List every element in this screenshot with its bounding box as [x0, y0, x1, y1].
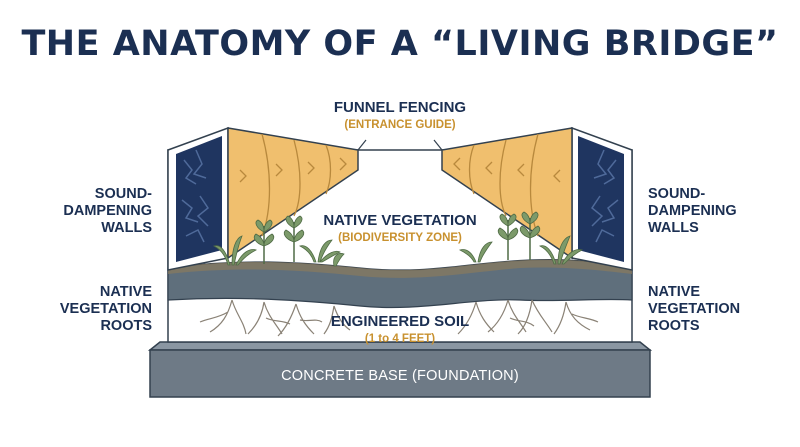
- right-roots-label: NATIVE VEGETATION ROOTS: [648, 284, 741, 334]
- soil-layer: [167, 259, 633, 309]
- native-vegetation-sublabel: (BIODIVERSITY ZONE): [338, 232, 462, 244]
- right-sound-wall: [571, 126, 633, 271]
- page-title: THE ANATOMY OF A “LIVING BRIDGE”: [21, 24, 779, 64]
- left-walls-label: SOUND- DAMPENING WALLS: [63, 186, 152, 236]
- right-walls-label: SOUND- DAMPENING WALLS: [648, 186, 737, 236]
- right-plants: [458, 211, 584, 265]
- left-plants: [212, 215, 345, 267]
- left-roots: [199, 299, 351, 337]
- right-roots: [457, 299, 599, 335]
- funnel-fencing-label: FUNNEL FENCING: [333, 99, 467, 116]
- concrete-base-label: CONCRETE BASE (FOUNDATION): [281, 368, 519, 384]
- engineered-soil-label: ENGINEERED SOIL: [330, 313, 470, 330]
- right-funnel-fence: [433, 127, 573, 260]
- funnel-fencing-sublabel: (ENTRANCE GUIDE): [344, 119, 456, 131]
- engineered-soil-sublabel: (1 to 4 FEET): [364, 333, 436, 345]
- left-roots-label: NATIVE VEGETATION ROOTS: [59, 284, 152, 334]
- concrete-base: [147, 341, 653, 398]
- left-sound-wall: [167, 126, 229, 271]
- native-vegetation-label: NATIVE VEGETATION: [323, 212, 477, 229]
